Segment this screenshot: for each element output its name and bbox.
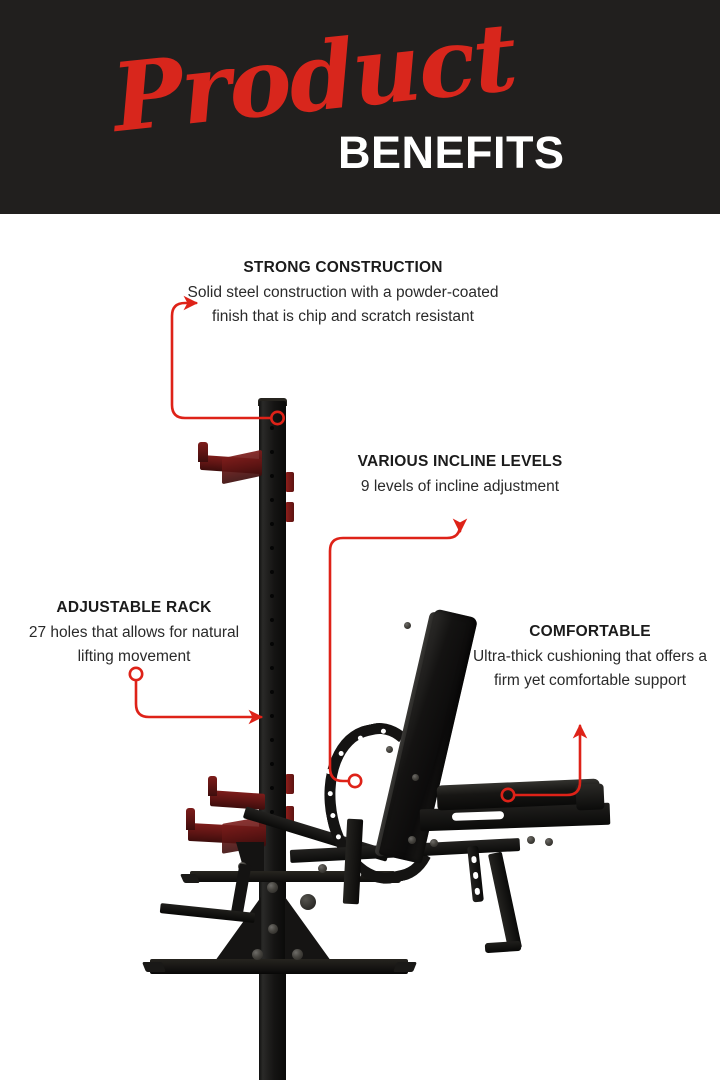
rack-hole xyxy=(270,762,274,766)
rack-hole xyxy=(270,594,274,598)
header-banner: Product BENEFITS xyxy=(0,0,720,214)
rack-hole xyxy=(270,498,274,502)
rack-hole xyxy=(270,738,274,742)
bench-bolt xyxy=(545,838,553,846)
rack-base-foot-tab xyxy=(392,962,418,972)
brace-hole xyxy=(471,855,477,864)
incline-hole xyxy=(327,790,334,797)
bench-pivot-knob xyxy=(300,894,316,910)
rack-base-foot-tab xyxy=(141,962,167,972)
rack-cross-foot xyxy=(190,871,395,882)
bench-bolt xyxy=(386,746,393,753)
callout-body: Ultra-thick cushioning that offers a fir… xyxy=(472,647,708,690)
callout-title: STRONG CONSTRUCTION xyxy=(243,259,443,276)
incline-hole xyxy=(335,833,342,840)
bench-bolt xyxy=(430,839,438,847)
rack-hole xyxy=(270,714,274,718)
bench-leg-brace xyxy=(467,845,484,903)
bar-catcher-hook-upper-lip xyxy=(198,442,208,462)
callout-comfortable: COMFORTABLE Ultra-thick cushioning that … xyxy=(470,622,710,694)
rack-hole xyxy=(270,570,274,574)
base-bolt xyxy=(267,882,278,893)
bench-bolt xyxy=(527,836,535,844)
rack-hole xyxy=(270,522,274,526)
base-bolt xyxy=(318,864,327,873)
bench-bolt xyxy=(412,774,419,781)
rack-hole xyxy=(270,786,274,790)
safety-catcher-upper xyxy=(210,790,265,810)
rack-hole xyxy=(270,810,274,814)
incline-hole xyxy=(329,812,336,819)
rack-hole xyxy=(270,546,274,550)
rack-hole xyxy=(270,642,274,646)
safety-catcher-upper-lip xyxy=(208,776,217,796)
bench-front-leg xyxy=(487,851,523,951)
callout-title: VARIOUS INCLINE LEVELS xyxy=(357,453,563,470)
brace-hole xyxy=(474,887,481,896)
bar-catcher-hook-upper-web xyxy=(222,449,262,485)
base-bolt xyxy=(292,949,303,960)
rack-hole xyxy=(270,450,274,454)
callout-various-incline-levels: VARIOUS INCLINE LEVELS 9 levels of incli… xyxy=(330,452,590,499)
weight-plate-peg xyxy=(286,806,294,826)
base-bolt xyxy=(252,949,263,960)
incline-hole xyxy=(380,728,387,735)
page-title-script: Product xyxy=(107,2,521,154)
rack-base-foot xyxy=(150,959,408,974)
weight-plate-peg xyxy=(286,774,294,794)
weight-plate-peg xyxy=(286,502,294,522)
bench-backrest-upright xyxy=(342,818,364,905)
incline-hole xyxy=(357,735,364,742)
brace-hole xyxy=(472,871,479,880)
bench-bolt xyxy=(404,622,411,629)
bench-bolt xyxy=(408,836,416,844)
callout-body: 27 holes that allows for natural lifting… xyxy=(28,623,240,666)
page-title-bold: BENEFITS xyxy=(338,127,565,178)
callout-body: Solid steel construction with a powder-c… xyxy=(187,283,499,326)
callout-title: COMFORTABLE xyxy=(529,623,651,640)
bench-front-foot xyxy=(484,940,522,954)
callout-title: ADJUSTABLE RACK xyxy=(56,599,212,616)
base-bolt xyxy=(268,924,278,934)
callout-body: 9 levels of incline adjustment xyxy=(360,477,560,495)
weight-plate-peg xyxy=(286,472,294,492)
callout-strong-construction: STRONG CONSTRUCTION Solid steel construc… xyxy=(178,258,508,330)
bench-seat-pad-front-edge xyxy=(575,783,605,811)
rack-hole xyxy=(270,666,274,670)
product-photo xyxy=(0,214,720,1080)
rack-cross-foot-tab xyxy=(179,874,201,883)
rack-hole xyxy=(270,474,274,478)
incline-hole xyxy=(325,768,332,775)
rack-hole xyxy=(270,690,274,694)
rack-hole xyxy=(270,618,274,622)
safety-catcher-lower-lip xyxy=(186,808,195,830)
callout-adjustable-rack: ADJUSTABLE RACK 27 holes that allows for… xyxy=(10,598,258,670)
incline-hole xyxy=(338,750,345,757)
incline-hole xyxy=(372,882,379,889)
rack-hole xyxy=(270,426,274,430)
